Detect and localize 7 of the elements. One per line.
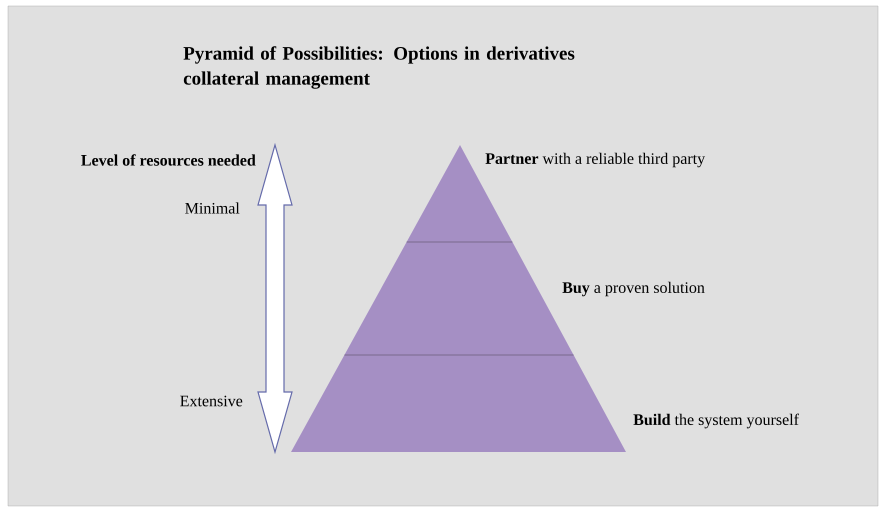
axis-title: Level of resources needed: [81, 154, 256, 166]
tier-label: Partner with a reliable third party: [485, 152, 706, 168]
scale-label: Minimal: [185, 202, 240, 214]
tier-label: Buy a proven solution: [562, 282, 705, 296]
title: Pyramid of Possibilities: Options in derivatives collateral management: [184, 46, 574, 89]
tier-label: Build the system yourself: [633, 414, 799, 428]
scale-label: Extensive: [180, 396, 242, 406]
